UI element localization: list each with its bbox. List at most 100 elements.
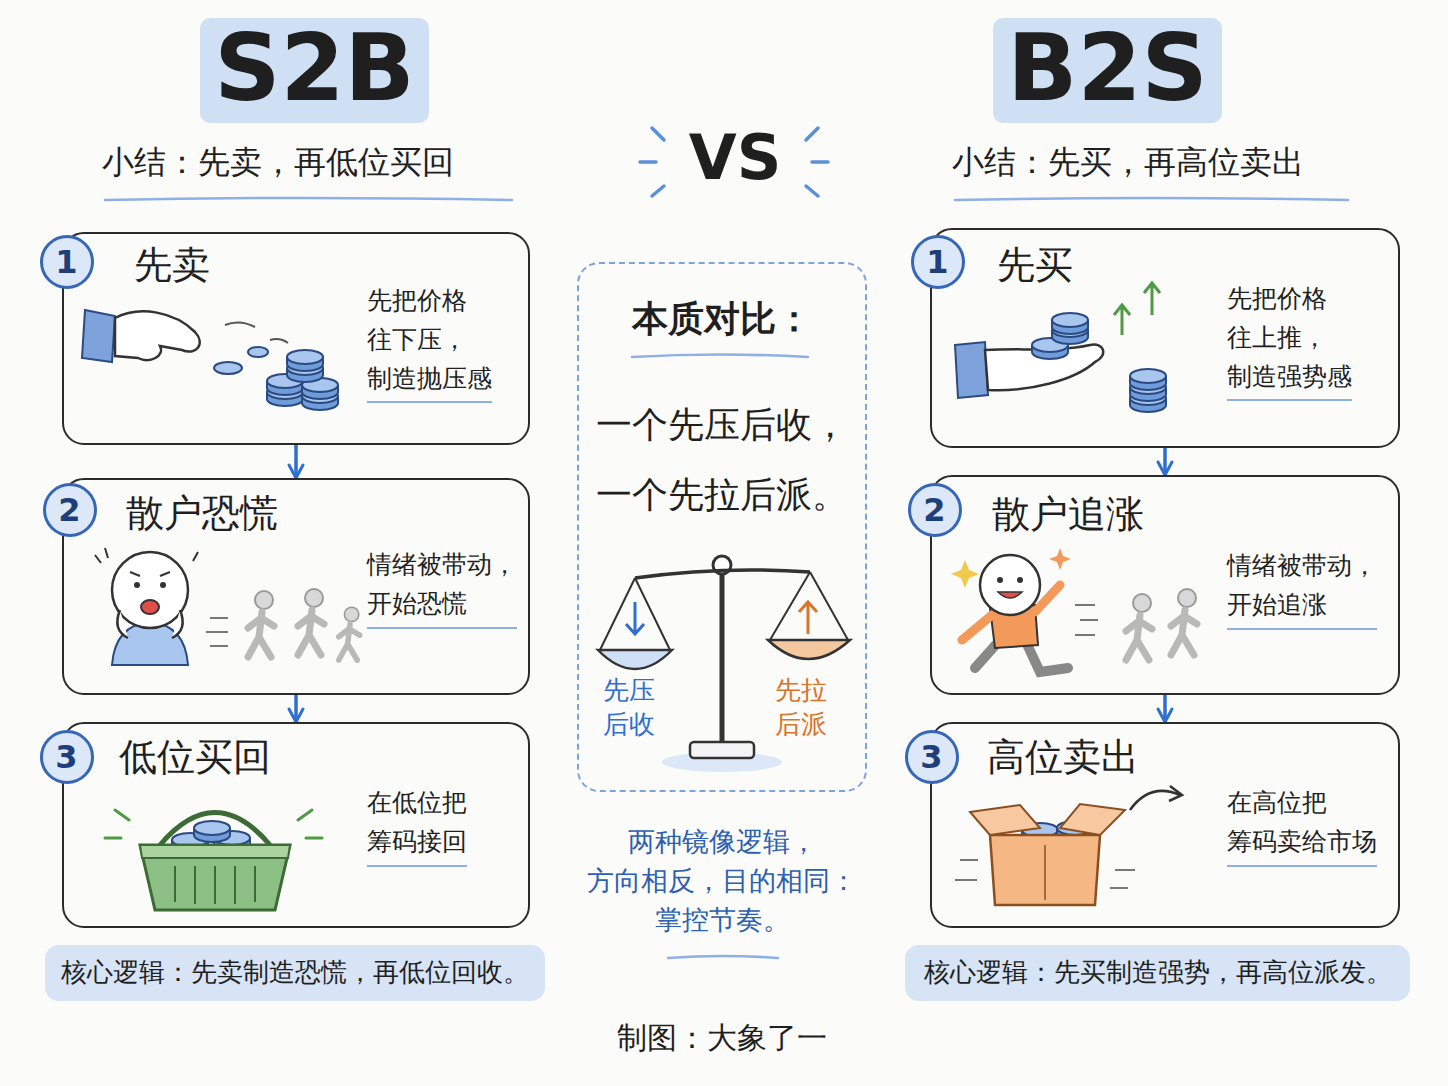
summary-underline [105, 198, 512, 200]
shipping-box [1060, 804, 1125, 835]
node-heading: 散户追涨 [992, 491, 1144, 539]
node-heading: S2B [214, 14, 414, 124]
node-heading: 先卖 [134, 242, 210, 290]
text-line: 在低位把 [367, 784, 467, 823]
text-line: 高位卖出 [987, 734, 1139, 782]
shipping-box [1044, 845, 1046, 900]
node-heading: 3 [55, 737, 77, 777]
text-line: B2S [1007, 14, 1207, 124]
step-box: 高位卖出在高位把 筹码卖给市场3 [930, 722, 1400, 928]
node-text: 先把价格 往上推， 制造强势感 [1227, 280, 1352, 401]
shipping-box [970, 805, 1040, 835]
selling-hand [248, 347, 268, 357]
step-box: 先卖先把价格 往下压， 制造抛压感1 [62, 232, 530, 445]
basket [175, 866, 255, 904]
vs-sparks [806, 186, 818, 196]
node-heading: 高位卖出 [987, 734, 1139, 782]
vs-sparks [640, 160, 656, 164]
node-text: 情绪被带动， 开始追涨 [1227, 547, 1377, 630]
panic-crowd [95, 548, 198, 563]
summary-underline [105, 198, 1348, 958]
text-line: 情绪被带动， [367, 546, 517, 585]
panic-crowd [298, 589, 324, 655]
node-heading: 1 [926, 242, 948, 282]
comparison-panel: 本质对比：一个先压后收，一个先拉后派。先压 后收先拉 后派 [577, 262, 867, 792]
text-line: 开始追涨 [1227, 586, 1377, 630]
chasing-crowd [998, 592, 1022, 598]
text-line: 在高位把 [1227, 784, 1377, 823]
node-heading: 2 [923, 490, 945, 530]
text-line: 先把价格 [367, 282, 492, 321]
summary-underline [668, 956, 778, 958]
balance-scale [598, 556, 850, 772]
balance-scale [600, 578, 670, 650]
chasing-crowd [1075, 605, 1098, 635]
text-line: 1 [55, 242, 77, 282]
node-text: 在高位把 筹码卖给市场 [1227, 784, 1377, 867]
balance-scale [598, 650, 672, 669]
node-text: 一个先拉后派。 [596, 472, 848, 517]
selling-hand [225, 322, 288, 343]
text-line: 开始恐慌 [367, 585, 517, 629]
vs-sparks [812, 160, 828, 164]
step-number: 2 [908, 483, 962, 537]
chasing-crowd [1126, 594, 1152, 660]
text-line: 散户追涨 [992, 491, 1144, 539]
text-line: 本质对比： [632, 296, 812, 341]
text-line: 核心逻辑：先卖制造恐慌，再低位回收。 [61, 956, 529, 989]
title-band: B2S [993, 18, 1221, 123]
flow-arrow [294, 445, 298, 478]
text-line: 筹码接回 [367, 823, 467, 867]
text-line: 一个先拉后派。 [596, 472, 848, 517]
text-line: 小结：先卖，再低位买回 [102, 142, 454, 184]
flow-arrow [1163, 695, 1167, 722]
step-box: 散户恐慌情绪被带动， 开始恐慌2 [62, 478, 530, 695]
text-line: 情绪被带动， [1227, 547, 1377, 586]
panic-crowd [117, 610, 182, 638]
node-heading: 低位买回 [119, 734, 271, 782]
panic-crowd [160, 582, 166, 588]
text-line: 制图：大象了一 [617, 1018, 827, 1057]
chasing-crowd [997, 577, 1003, 583]
panic-crowd [339, 607, 360, 660]
balance-scale [768, 640, 850, 659]
node-heading: B2S [1007, 14, 1207, 124]
text-line: VS [689, 118, 782, 199]
shipping-box [955, 860, 1135, 888]
basket [105, 810, 322, 838]
text-line: 方向相反，目的相同： [587, 861, 857, 900]
panic-crowd [134, 582, 140, 588]
panic-crowd [130, 572, 170, 576]
node-heading: 先买 [997, 242, 1073, 290]
panic-crowd [112, 552, 188, 628]
balance-scale [626, 602, 644, 634]
selling-hand [82, 310, 115, 362]
text-line: 核心逻辑：先买制造强势，再高位派发。 [924, 956, 1392, 989]
step-number: 1 [40, 235, 94, 289]
flow-arrow [1163, 448, 1167, 475]
text-line: 先卖 [134, 242, 210, 290]
summary-line: 小结：先买，再高位卖出 [952, 142, 1304, 184]
text-line: 制造强势感 [1227, 358, 1352, 402]
node-text: 先压 后收 [603, 674, 655, 742]
node-heading: 核心逻辑：先买制造强势，再高位派发。 [924, 956, 1392, 989]
text-line: 3 [55, 737, 77, 777]
vs-sparks [806, 128, 818, 140]
text-line: 3 [920, 737, 942, 777]
node-heading: 3 [920, 737, 942, 777]
buying-hand [955, 283, 1166, 412]
chasing-crowd [1049, 548, 1071, 570]
balance-scale [720, 572, 725, 742]
summary-underline [632, 355, 808, 358]
text-line: 小结：先买，再高位卖出 [952, 142, 1304, 184]
balance-scale [799, 602, 817, 634]
step-box: 低位买回在低位把 筹码接回3 [62, 722, 530, 928]
node-text: 在低位把 筹码接回 [367, 784, 467, 867]
text-line: 一个先压后收， [596, 402, 848, 447]
credit: 制图：大象了一 [617, 1018, 827, 1057]
panic-crowd [248, 591, 274, 657]
vs-sparks [652, 186, 664, 196]
text-line: 掌控节奏。 [587, 900, 857, 939]
comparison-note: 两种镜像逻辑， 方向相反，目的相同： 掌控节奏。 [587, 822, 857, 939]
chasing-crowd [1171, 589, 1197, 655]
